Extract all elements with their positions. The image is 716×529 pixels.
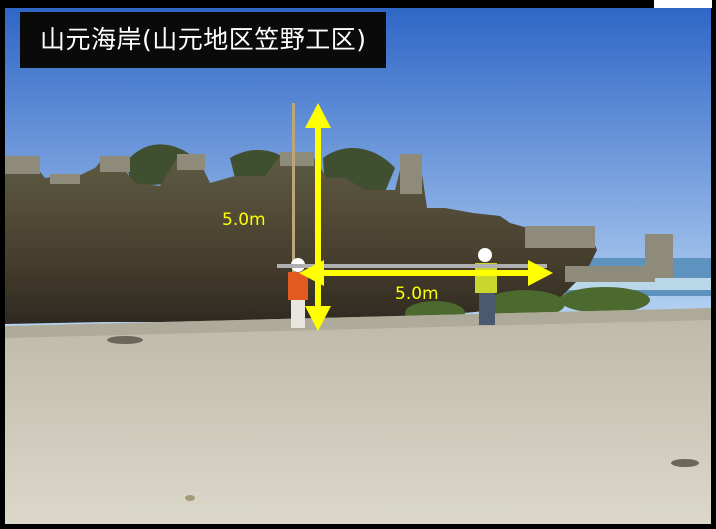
concrete-blocks [5, 152, 673, 282]
seawall-ruin [5, 156, 597, 324]
horizontal-rod [277, 264, 547, 268]
double-arrow-horizontal-icon [299, 260, 553, 286]
wet-strip [5, 308, 711, 338]
page-title: 山元海岸(山元地区笠野工区) [20, 12, 386, 68]
coastal-photo [5, 8, 711, 524]
photo-illustration [5, 8, 711, 524]
corner-mark [654, 0, 712, 8]
beach-debris [107, 336, 699, 501]
horizontal-measurement-label: 5.0m [395, 284, 439, 304]
beach-sand [5, 308, 711, 524]
vertical-measurement-label: 5.0m [222, 210, 266, 230]
survey-pole [292, 103, 295, 328]
double-arrow-vertical-icon [305, 103, 331, 331]
